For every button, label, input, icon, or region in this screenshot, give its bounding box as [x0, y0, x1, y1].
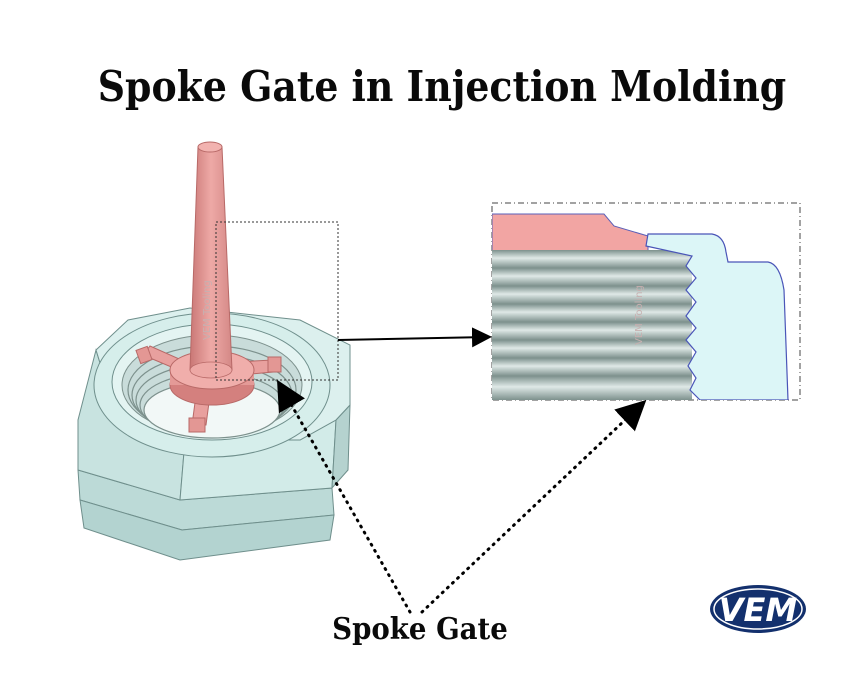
logo-text: VEM	[719, 591, 798, 629]
nut-base-bottom	[79, 499, 335, 561]
sprue-top	[197, 141, 223, 153]
zoom-arrow	[337, 327, 492, 348]
detail-view: VEM Tooling	[491, 202, 801, 401]
detail-part-section	[645, 233, 789, 400]
spoke-gate-label: Spoke Gate	[332, 612, 508, 647]
watermark-left: VEM Tooling	[202, 280, 213, 340]
zoom-selection-box	[215, 221, 339, 381]
watermark-detail: VEM Tooling	[634, 285, 645, 345]
leader-arrow-right	[420, 399, 647, 614]
detail-thread-ribs	[492, 250, 692, 400]
sprue-and-runners: VEM Tooling	[135, 141, 282, 433]
leader-arrow-left	[277, 379, 412, 614]
vem-logo: VEM	[710, 585, 806, 633]
page-title: Spoke Gate in Injection Molding	[97, 62, 787, 111]
